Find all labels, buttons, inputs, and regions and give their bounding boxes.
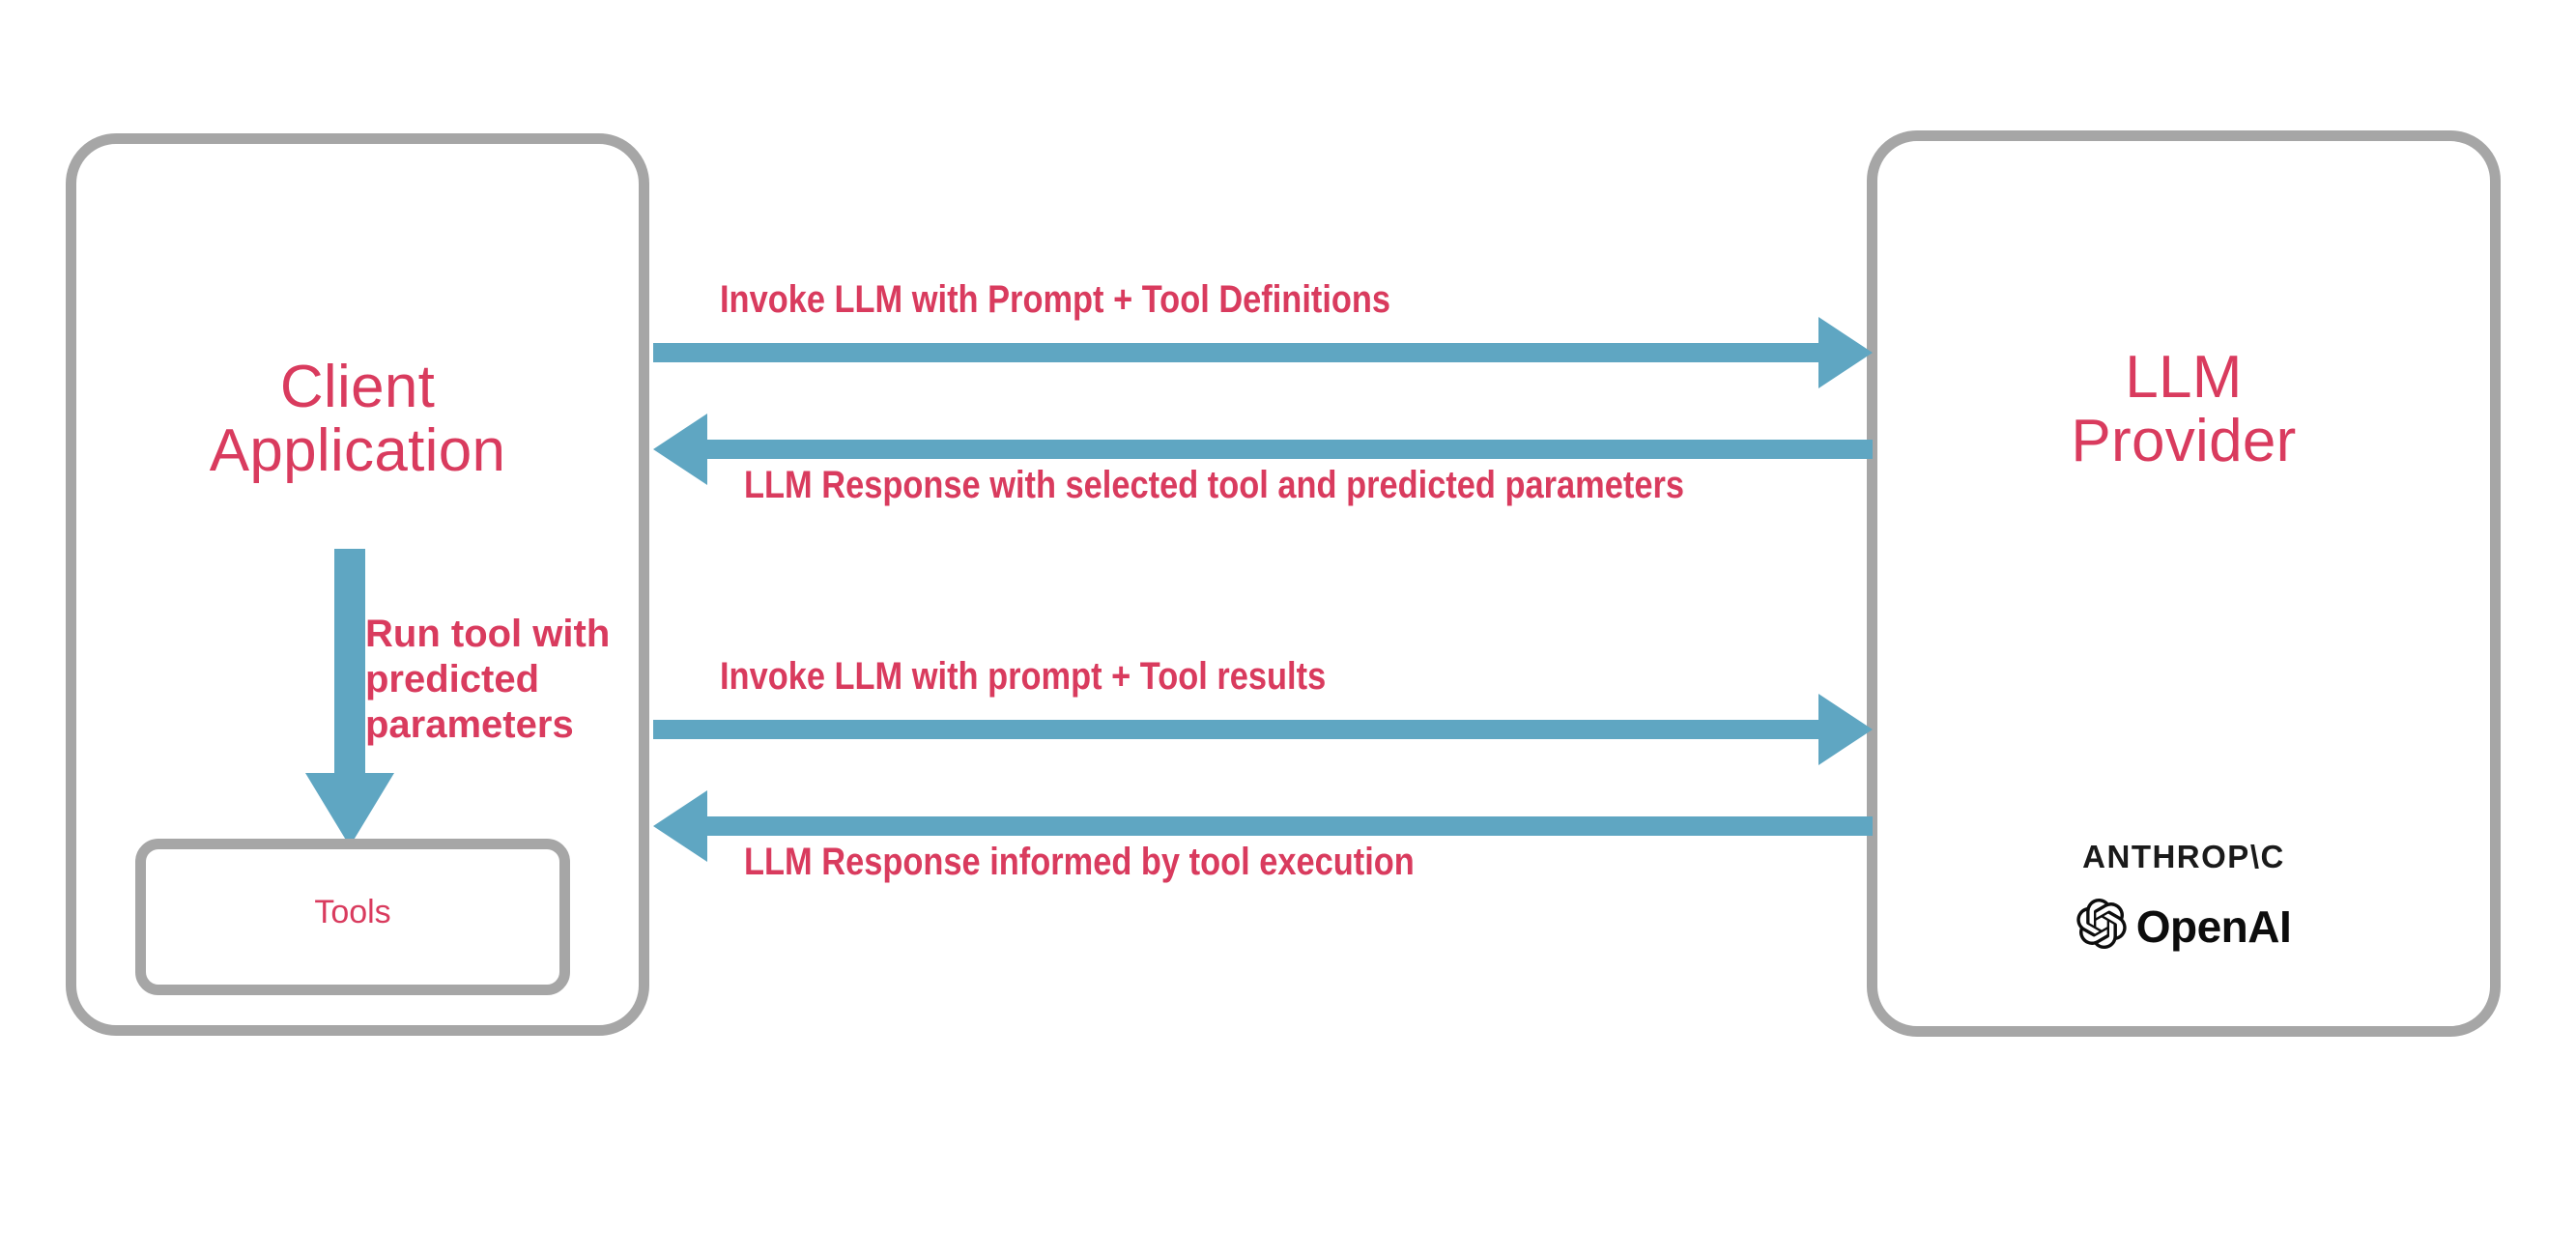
response-1-arrow — [653, 414, 1873, 485]
request-2-label: Invoke LLM with prompt + Tool results — [720, 655, 1327, 698]
response-2-arrow — [653, 790, 1873, 862]
response-2-label: LLM Response informed by tool execution — [744, 841, 1415, 883]
arrow-left-icon — [653, 414, 1873, 485]
response-1-label: LLM Response with selected tool and pred… — [744, 464, 1684, 506]
run-tool-label: Run tool with predicted parameters — [365, 613, 611, 747]
request-1-label: Invoke LLM with Prompt + Tool Definition… — [720, 278, 1391, 321]
request-2-arrow — [653, 694, 1873, 765]
openai-wordmark: OpenAI — [2135, 901, 2292, 952]
run-tool-arrow-icon — [305, 549, 394, 846]
arrow-left-icon — [653, 790, 1873, 862]
run-tool-arrow — [292, 549, 408, 848]
openai-logo: OpenAI — [1886, 899, 2481, 954]
anthropic-logo: ANTHROP\C — [2082, 839, 2285, 874]
llm-provider-node — [1867, 130, 2501, 1037]
tools-node — [135, 839, 570, 995]
tools-label: Tools — [314, 894, 391, 930]
request-1-arrow — [653, 317, 1873, 388]
arrow-right-icon — [653, 694, 1873, 765]
arrow-right-icon — [653, 317, 1873, 388]
openai-mark-icon — [2076, 899, 2127, 954]
client-application-title: Client Application — [209, 354, 506, 485]
llm-provider-title: LLM Provider — [2071, 344, 2297, 475]
